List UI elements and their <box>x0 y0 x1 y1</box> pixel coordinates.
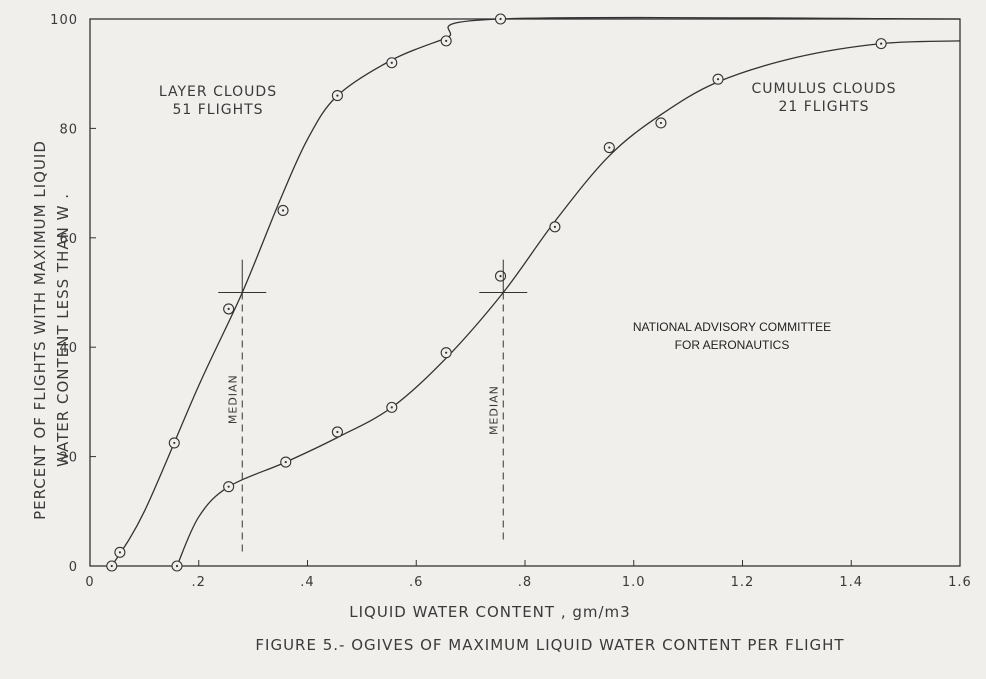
cumulus-clouds-data-point-dot <box>445 351 448 354</box>
cumulus-clouds-data-point-dot <box>659 121 663 125</box>
cumulus-clouds-data-point-dot <box>499 274 502 278</box>
layer-clouds-data-point-dot <box>336 94 339 97</box>
layer-clouds-curve <box>111 16 961 567</box>
naca-credit-line1: NATIONAL ADVISORY COMMITTEE <box>633 320 831 334</box>
axes-layer: 0 .2 .4 .6 .8 1.0 1.2 1.4 1.6 0 20 40 60 80 100 <box>50 13 972 590</box>
layer-clouds-flights: 51 FLIGHTS <box>172 102 263 118</box>
y-tick-label: 40 <box>59 341 78 356</box>
layer-clouds-data-point-dot <box>445 39 448 42</box>
cumulus-clouds-flights: 21 FLIGHTS <box>778 99 869 115</box>
series-layer <box>106 13 961 572</box>
cumulus-clouds-label: CUMULUS CLOUDS <box>751 81 896 97</box>
layer-clouds-data-point-dot <box>281 209 285 212</box>
layer-clouds-data-point-dot <box>499 17 502 21</box>
y-tick-label: 20 <box>59 451 78 466</box>
layer-clouds-label: LAYER CLOUDS <box>159 84 277 100</box>
cumulus-clouds-data-point-dot <box>716 78 720 81</box>
x-axis-label: LIQUID WATER CONTENT , gm/m3 <box>349 603 630 621</box>
x-tick-label: .2 <box>192 575 206 590</box>
cumulus-clouds-data-point-dot <box>553 225 557 228</box>
naca-credit-line2: FOR AERONAUTICS <box>675 338 790 352</box>
cumulus-clouds-data-point-dot <box>390 406 393 409</box>
x-tick-label: .6 <box>409 575 423 590</box>
median-label-cumulus: MEDIAN <box>487 385 500 435</box>
cumulus-clouds-data-point-dot <box>227 485 230 488</box>
x-tick-label: .4 <box>300 575 314 590</box>
layer-clouds-data-point-dot <box>173 441 176 445</box>
y-axis-label-line1: PERCENT OF FLIGHTS WITH MAXIMUM LIQUID <box>31 140 49 520</box>
layer-clouds-data-point-dot <box>118 551 122 554</box>
y-axis-label-line2: WATER CONTENT LESS THAN W . <box>54 193 72 467</box>
cumulus-clouds-data-point-dot <box>608 146 611 149</box>
x-tick-label: 1.2 <box>731 575 755 590</box>
layer-clouds-data-point-dot <box>110 564 113 568</box>
y-tick-label: 0 <box>69 560 78 575</box>
y-tick-label: 100 <box>50 13 78 28</box>
cumulus-clouds-data-point-dot <box>336 430 339 434</box>
x-tick-label: .8 <box>518 575 532 590</box>
median-label-layer: MEDIAN <box>226 374 239 424</box>
y-tick-label: 60 <box>59 232 78 247</box>
y-tick-label: 80 <box>59 122 78 137</box>
cumulus-clouds-data-point-dot <box>880 42 883 45</box>
cumulus-clouds-data-point-dot <box>284 460 287 464</box>
x-tick-label: 0 <box>85 575 94 590</box>
layer-clouds-data-point-dot <box>390 61 393 64</box>
x-tick-label: 1.6 <box>948 575 972 590</box>
label-layer: PERCENT OF FLIGHTS WITH MAXIMUM LIQUID W… <box>31 81 896 654</box>
cumulus-clouds-data-point-dot <box>175 564 179 568</box>
figure-title: FIGURE 5.- OGIVES OF MAXIMUM LIQUID WATE… <box>255 636 844 654</box>
x-tick-label: 1.0 <box>622 575 646 590</box>
layer-clouds-data-point-dot <box>227 307 230 311</box>
cumulus-clouds-curve <box>176 40 961 567</box>
x-tick-label: 1.4 <box>839 575 863 590</box>
